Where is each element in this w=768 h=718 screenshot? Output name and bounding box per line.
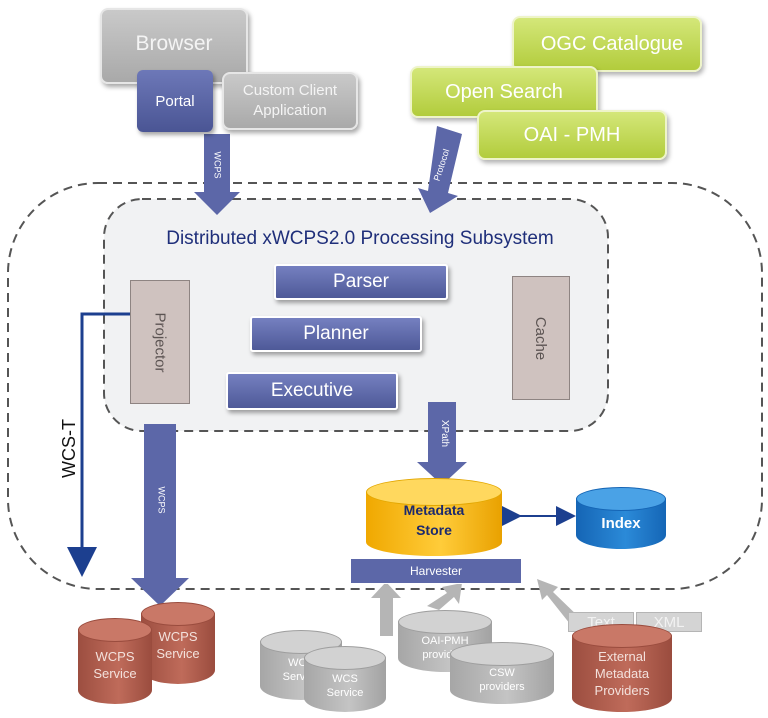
arrow-harvest-oai: [427, 583, 462, 610]
arrow-wcps-out: [131, 424, 189, 606]
harvester-box: Harvester: [350, 558, 522, 584]
arrow-protocol-in: [418, 126, 462, 213]
portal-label: Portal: [155, 92, 195, 110]
xml-tag-label: XML: [653, 613, 685, 631]
external-providers-label: External Metadata Providers: [594, 649, 650, 698]
portal-button[interactable]: Portal: [137, 70, 213, 132]
xpath-label: XPath: [439, 419, 451, 448]
cache-label: Cache: [532, 316, 550, 360]
index-label: Index: [601, 515, 641, 532]
arrow-wcps-in: [194, 134, 240, 215]
metadata-store-label: Metadata Store: [403, 502, 465, 538]
wcs-t-label: WCS-T: [58, 419, 79, 478]
executive-box: Executive: [226, 372, 398, 410]
csw-providers-cylinder: CSW providers: [450, 642, 554, 704]
browser-label: Browser: [135, 32, 213, 55]
executive-label: Executive: [270, 380, 354, 401]
projector-label: Projector: [151, 311, 169, 373]
parser-box: Parser: [274, 264, 448, 300]
ogc-catalogue-box: OGC Catalogue: [512, 16, 702, 72]
ogc-catalogue-label: OGC Catalogue: [540, 32, 684, 55]
wcps-in-label: WCPS: [212, 151, 223, 179]
cache-box: Cache: [512, 276, 570, 400]
arrow-harvest-wcs: [371, 582, 401, 636]
parser-label: Parser: [333, 271, 389, 292]
external-providers-cylinder: External Metadata Providers: [572, 624, 672, 712]
open-search-label: Open Search: [445, 80, 563, 103]
planner-box: Planner: [250, 316, 422, 352]
wcps-service-back-label: WCPS Service: [156, 629, 200, 661]
wcps-out-label: WCPS: [156, 486, 167, 514]
projector-box: Projector: [130, 280, 190, 404]
planner-label: Planner: [303, 323, 369, 344]
index-cylinder: Index: [576, 487, 666, 549]
harvester-label: Harvester: [409, 564, 462, 578]
wcs-service-front-cylinder: WCS Service: [304, 646, 386, 712]
metadata-store-cylinder: Metadata Store: [366, 478, 502, 556]
wcps-service-front-label: WCPS Service: [93, 649, 137, 681]
wcps-service-back-cylinder: WCPS Service: [141, 602, 215, 684]
wcps-service-front-cylinder: WCPS Service: [78, 618, 152, 704]
oai-pmh-label: OAI - PMH: [523, 123, 621, 146]
wcs-t-connector: [67, 312, 130, 577]
oai-pmh-box: OAI - PMH: [477, 110, 667, 160]
wcs-service-front-label: WCS Service: [326, 673, 364, 699]
subsystem-title: Distributed xWCPS2.0 Processing Subsyste…: [166, 228, 554, 249]
custom-client-label: Custom Client Application: [242, 82, 338, 119]
arrow-xpath: [417, 402, 467, 485]
custom-client-box: Custom Client Application: [222, 72, 358, 130]
csw-providers-label: CSW providers: [479, 667, 525, 693]
